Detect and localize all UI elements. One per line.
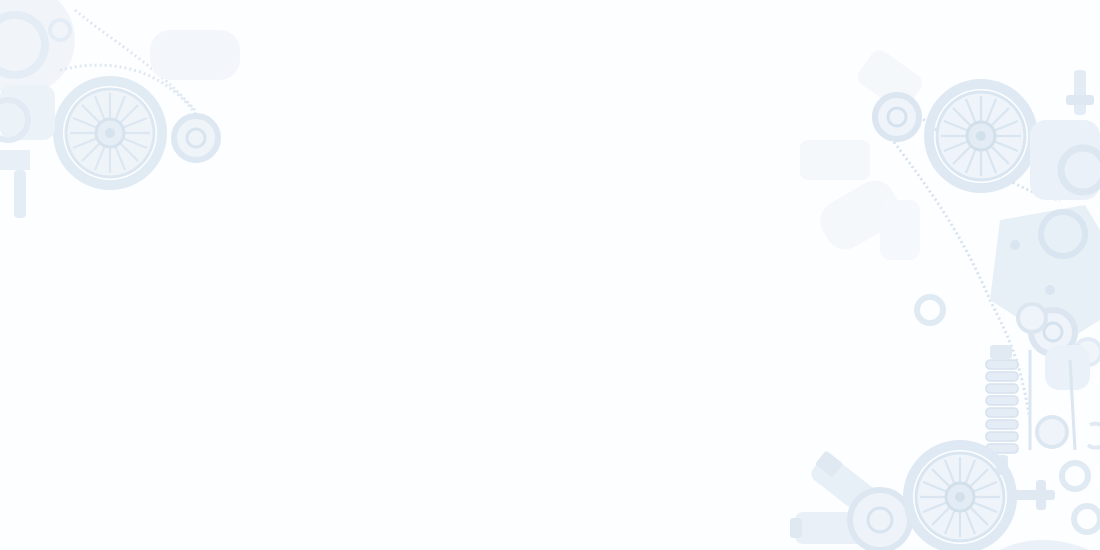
right-background-parts (800, 50, 923, 260)
gear-icon (929, 84, 1033, 188)
ring-icon (1074, 506, 1100, 532)
gear-icon (908, 445, 1012, 549)
top-right-gear-cluster (875, 70, 1100, 421)
gear-icon (58, 81, 162, 185)
top-left-gear-cluster (0, 0, 240, 218)
right-spring-assembly (917, 297, 1100, 532)
ring-icon (1062, 463, 1088, 489)
pulley-icon (174, 116, 218, 160)
pulley-icon (875, 95, 919, 139)
bottom-right-gear-cluster (790, 445, 1090, 550)
chain-icon (1028, 350, 1077, 451)
ring-icon (917, 297, 943, 323)
